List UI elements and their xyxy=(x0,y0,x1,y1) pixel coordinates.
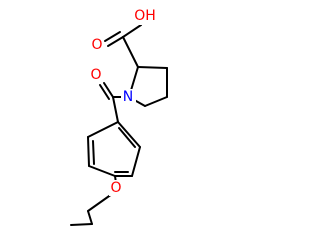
amide-oxygen-label: O xyxy=(90,67,101,83)
bond-benzene-1-2 xyxy=(117,121,141,148)
ether-oxygen-label: O xyxy=(110,180,121,196)
bond-carbonyl-c-o-double-1 xyxy=(103,82,114,98)
bond-benzene-inner-2 xyxy=(92,140,95,165)
label-bg-ether-o xyxy=(109,180,123,196)
bond-benzene-6-1 xyxy=(87,121,119,138)
bond-ring-c4-c5 xyxy=(144,96,168,107)
bond-carboxyl-c-c2 xyxy=(122,36,139,68)
hydroxyl-label: OH xyxy=(134,8,156,24)
molecule-diagram: OH O O N O xyxy=(70,7,168,226)
nitrogen-label: N xyxy=(123,89,133,105)
bond-ch2-ch2 xyxy=(87,210,93,225)
bond-ether-o-ch2 xyxy=(87,193,113,212)
label-bg-oh xyxy=(133,7,157,25)
bond-benzene-4-5 xyxy=(88,165,116,177)
label-bg-amide-o xyxy=(89,67,103,83)
bond-carbonyl-c-o-double-2 xyxy=(99,84,110,100)
bond-ch2-ch3 xyxy=(70,223,93,226)
bond-benzene-5-6 xyxy=(87,136,90,167)
label-bg-n xyxy=(121,89,136,105)
bond-carboxyl-c-oh xyxy=(122,24,142,38)
structure-canvas: OH O O N O xyxy=(70,7,168,226)
bond-carboxyl-c-o-double-1 xyxy=(107,36,124,47)
bond-ring-c2-c3 xyxy=(137,66,168,69)
bond-carboxyl-c-o-double-2 xyxy=(104,31,121,42)
bond-benzene-inner-1 xyxy=(118,127,136,148)
label-bg-carboxyl-o xyxy=(90,37,104,53)
carboxyl-oxygen-label: O xyxy=(91,37,102,53)
bond-benzene-2-3 xyxy=(131,146,141,177)
bond-carbonyl-c-aryl xyxy=(112,96,119,123)
